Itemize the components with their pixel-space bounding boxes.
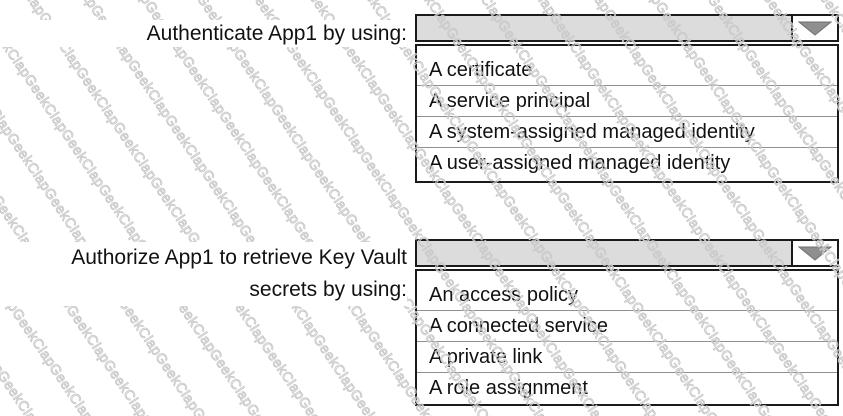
dropdown-options-list-authenticate: A certificate A service principal A syst… xyxy=(415,44,839,183)
chevron-down-icon xyxy=(798,246,832,261)
watermark-text: ClapGeekClapGeekClapGeekClapGeekClapGeek… xyxy=(0,0,295,416)
watermark-text: ClapGeekClapGeekClapGeekClapGeekClapGeek… xyxy=(0,0,416,416)
watermark-text: ClapGeekClapGeekClapGeekClapGeekClapGeek… xyxy=(0,0,468,416)
option-item[interactable]: A private link xyxy=(417,341,837,372)
watermark-text: ClapGeekClapGeekClapGeekClapGeekClapGeek… xyxy=(0,0,278,416)
option-item[interactable]: A role assignment xyxy=(417,372,837,403)
question-label-authorize: Authorize App1 to retrieve Key Vault sec… xyxy=(0,242,407,306)
question-label-line: Authorize App1 to retrieve Key Vault xyxy=(71,246,407,269)
dropdown-arrow-button[interactable] xyxy=(791,241,837,265)
option-item[interactable]: A certificate xyxy=(429,59,533,81)
selected-value xyxy=(417,16,791,40)
selected-value xyxy=(417,241,791,265)
watermark-text: ClapGeekClapGeekClapGeekClapGeekClapGeek… xyxy=(0,0,485,416)
option-item[interactable]: An access policy xyxy=(429,284,578,306)
dropdown-arrow-button[interactable] xyxy=(791,16,837,40)
question-label-line: Authenticate App1 by using: xyxy=(146,22,407,45)
watermark-text: ClapGeekClapGeekClapGeekClapGeekClapGeek… xyxy=(0,0,364,416)
dropdown-select-authorize[interactable] xyxy=(415,239,839,267)
watermark-text: ClapGeekClapGeekClapGeekClapGeekClapGeek… xyxy=(0,0,347,416)
option-item[interactable]: A system-assigned managed identity xyxy=(417,116,837,147)
option-item[interactable]: A connected service xyxy=(417,310,837,341)
dropdown-options-list-authorize: An access policy A connected service A p… xyxy=(415,269,839,406)
option-item[interactable]: A service principal xyxy=(417,85,837,116)
option-item[interactable]: A user-assigned managed identity xyxy=(417,147,837,178)
question-label-authenticate: Authenticate App1 by using: xyxy=(0,20,407,47)
chevron-down-icon xyxy=(798,21,832,36)
dropdown-select-authenticate[interactable] xyxy=(415,14,839,42)
watermark-text: ClapGeekClapGeekClapGeekClapGeekClapGeek… xyxy=(0,0,537,416)
question-label-line: secrets by using: xyxy=(249,278,407,301)
